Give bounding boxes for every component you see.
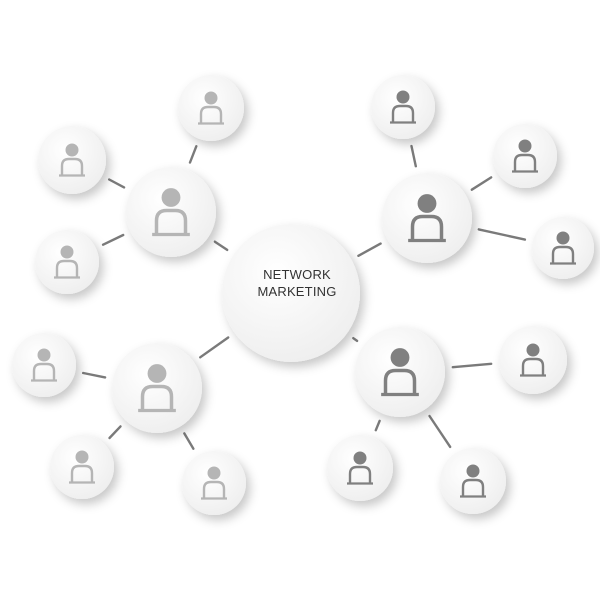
hub-top-left-satellite-2-person-icon [198,91,224,125]
connector-hub-bottom-left-satellite-2 [108,425,122,440]
connector-hub-top-right-satellite-2 [470,176,493,191]
connector-center-to-hub-top-right [357,242,382,258]
hub-bottom-left-satellite-2-person-icon [69,450,95,484]
hub-top-left-person-icon [152,188,190,237]
connector-hub-bottom-left-satellite-3 [183,432,195,450]
connector-hub-bottom-right-satellite-3 [428,414,452,449]
connector-hub-top-left-satellite-2 [188,145,198,164]
connector-hub-bottom-left-satellite-1 [81,371,107,379]
hub-top-right-satellite-1-person-icon [390,90,416,124]
hub-top-right-satellite-2-person-icon [512,139,538,173]
connector-hub-top-right-satellite-1 [410,144,417,168]
connector-hub-top-left-satellite-1 [107,178,126,189]
hub-bottom-right-satellite-3-person-icon [460,464,486,498]
hub-bottom-left-person-icon [138,364,176,413]
hub-bottom-left-satellite-1-person-icon [31,348,57,382]
hub-bottom-right-satellite-2-person-icon [347,451,373,485]
hub-bottom-right-satellite-1-person-icon [520,343,546,377]
hub-top-right-person-icon [408,194,446,243]
connector-center-to-hub-bottom-right [352,337,359,343]
connector-center-to-hub-bottom-left [198,336,230,359]
connector-hub-top-right-satellite-3 [477,228,527,241]
hub-bottom-left-satellite-3-person-icon [201,466,227,500]
center-label-line2: MARKETING [257,284,337,299]
connector-center-to-hub-top-left [213,240,229,252]
hub-bottom-right-person-icon [381,348,419,397]
hub-top-right-satellite-3-person-icon [550,231,576,265]
center-label: NETWORK MARKETING [222,266,372,300]
center-label-line1: NETWORK [263,267,331,282]
center-circle [222,224,360,362]
connector-hub-bottom-right-satellite-2 [374,419,381,432]
connector-hub-top-left-satellite-3 [101,233,125,246]
hub-top-left-satellite-3-person-icon [54,245,80,279]
hub-top-left-satellite-1-person-icon [59,143,85,177]
connector-hub-bottom-right-satellite-1 [451,362,493,369]
